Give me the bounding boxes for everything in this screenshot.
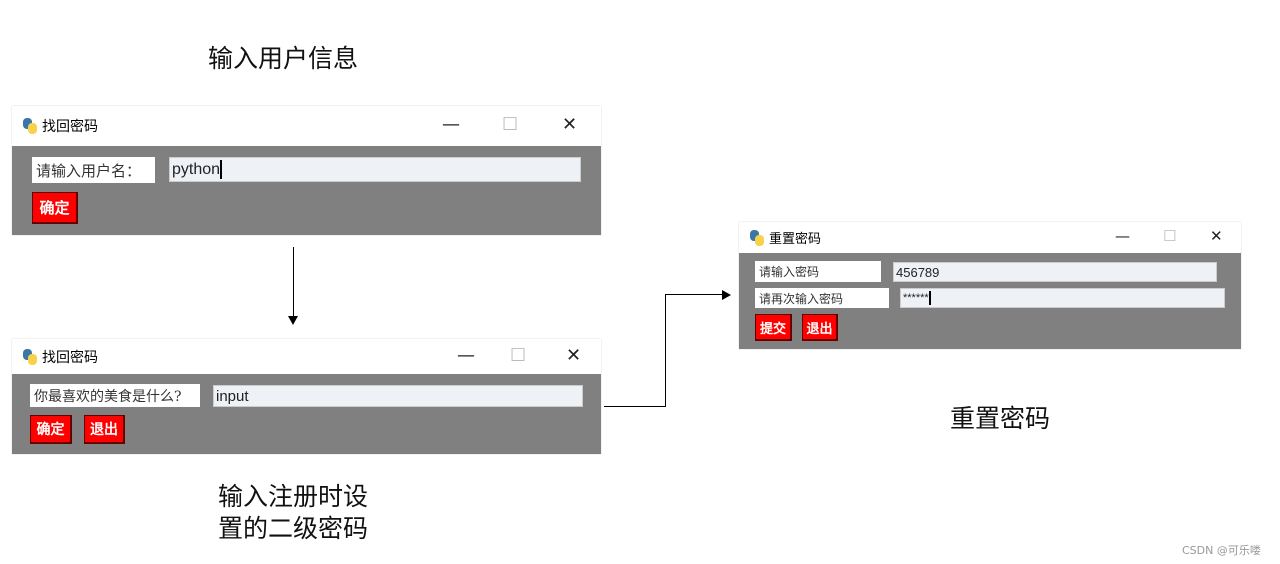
close-icon[interactable]: ✕ (562, 114, 578, 135)
minimize-icon[interactable]: — (442, 114, 460, 135)
minimize-icon[interactable]: — (457, 345, 475, 366)
connector-line (665, 294, 723, 295)
python-logo-icon (22, 348, 38, 365)
window-find-password-1: 找回密码 — ☐ ✕ 请输入用户名： python 确定 (12, 106, 601, 235)
caption-step3: 重置密码 (950, 404, 1051, 433)
confirm-password-label: 请再次输入密码 (755, 288, 889, 308)
text-cursor (928, 290, 931, 306)
maximize-icon[interactable]: ☐ (510, 345, 527, 366)
title-bar: 重置密码 — ☐ ✕ (739, 222, 1241, 253)
arrow-right-head-icon (722, 290, 731, 300)
password-value: 456789 (896, 264, 940, 280)
connector-line (665, 294, 666, 407)
window-title: 找回密码 (42, 119, 98, 135)
text-cursor (220, 160, 223, 179)
security-question-label: 你最喜欢的美食是什么? (30, 384, 200, 407)
window-title: 找回密码 (42, 349, 98, 366)
submit-button[interactable]: 提交 (755, 314, 792, 341)
confirm-password-value: ****** (903, 292, 929, 304)
caption-step2-line1: 输入注册时设 (218, 482, 369, 511)
confirm-password-input[interactable]: ****** (900, 288, 1225, 308)
exit-button[interactable]: 退出 (84, 415, 125, 444)
close-icon[interactable]: ✕ (1210, 227, 1223, 245)
password-input[interactable]: 456789 (893, 262, 1217, 282)
caption-step2-line2: 置的二级密码 (218, 514, 369, 543)
caption-step1: 输入用户信息 (208, 44, 359, 73)
python-logo-icon (749, 229, 765, 246)
window-reset-password: 重置密码 — ☐ ✕ 请输入密码 456789 请再次输入密码 ****** 提… (739, 222, 1241, 349)
title-bar: 找回密码 — ☐ ✕ (12, 106, 601, 146)
window-find-password-2: 找回密码 — ☐ ✕ 你最喜欢的美食是什么? input 确定 退出 (12, 339, 601, 454)
arrow-down-line (293, 247, 294, 317)
maximize-icon[interactable]: ☐ (502, 114, 519, 135)
arrow-down-head-icon (288, 316, 298, 325)
username-input[interactable]: python (169, 157, 581, 182)
security-answer-input[interactable]: input (213, 385, 583, 407)
confirm-button[interactable]: 确定 (32, 192, 78, 224)
exit-button[interactable]: 退出 (802, 314, 838, 341)
username-value: python (172, 160, 221, 178)
title-bar: 找回密码 — ☐ ✕ (12, 339, 601, 374)
maximize-icon[interactable]: ☐ (1163, 227, 1177, 245)
password-label: 请输入密码 (755, 261, 881, 282)
confirm-button[interactable]: 确定 (30, 415, 72, 444)
close-icon[interactable]: ✕ (566, 345, 582, 366)
connector-line (604, 406, 666, 407)
minimize-icon[interactable]: — (1115, 227, 1130, 245)
username-label: 请输入用户名： (32, 157, 155, 183)
python-logo-icon (22, 118, 38, 134)
window-title: 重置密码 (769, 232, 822, 247)
watermark: CSDN @可乐喽 (1182, 544, 1261, 557)
answer-value: input (216, 387, 249, 405)
